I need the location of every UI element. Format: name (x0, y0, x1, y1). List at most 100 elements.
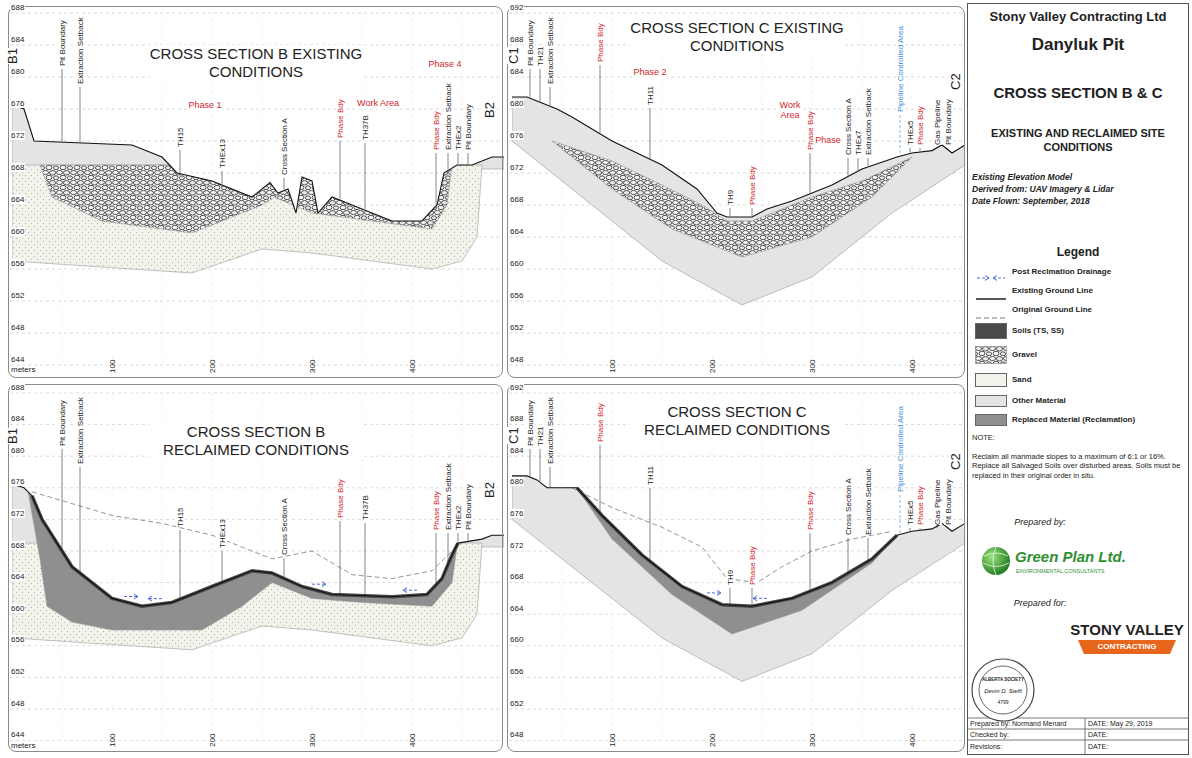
legend-sample (975, 307, 1007, 313)
elevation-tick: 676 (509, 131, 524, 140)
callout-label: Pit Boundary (944, 99, 953, 145)
table-cell: Prepared by: Normand Menard (970, 719, 1067, 728)
callout-label: Extraction Setback (546, 397, 555, 464)
phase-label: Phase (815, 135, 841, 146)
elevation-tick: 668 (10, 163, 25, 172)
axis-unit: meters (11, 741, 35, 751)
drainage-arrow (753, 598, 767, 599)
legend-text: Soils (TS, SS) (1012, 326, 1064, 336)
sheet-subtitle: EXISTING AND RECLAIMED SITE CONDITIONS (991, 126, 1166, 154)
elevation-tick: 648 (10, 699, 25, 708)
drainage-arrowhead (322, 582, 326, 587)
leader-line (530, 449, 531, 476)
leader-line (436, 533, 437, 584)
distance-tick: 100 (108, 733, 117, 748)
legend-sample-art (975, 346, 1007, 364)
elevation-tick: 680 (10, 67, 25, 76)
table-rule (967, 740, 1188, 741)
table-cell: Checked by: (970, 730, 1009, 739)
material-layers (12, 0, 504, 273)
callout-label: TH15 (176, 507, 185, 527)
legend-text: Post Reclmation Drainage (1012, 267, 1111, 277)
elevation-tick: 684 (10, 35, 25, 44)
callout-label: THEx13 (218, 519, 227, 548)
legend-text: Original Ground Line (1012, 305, 1092, 315)
leader-line (650, 108, 651, 158)
section-drawing (10, 377, 504, 740)
note-heading: NOTE: (972, 433, 995, 442)
leader-line (540, 69, 541, 101)
distance-tick: 400 (908, 733, 917, 748)
phase-label: Phase 2 (633, 67, 666, 78)
drainage-arrowhead (717, 590, 721, 595)
elevation-tick: 664 (10, 572, 25, 581)
source-note: Existing Elevation Model (972, 172, 1072, 182)
legend-sample (975, 268, 1007, 276)
callout-label: THEx13 (218, 139, 227, 168)
callout-label: Pit Boundary (464, 104, 473, 150)
elevation-tick: 668 (509, 572, 524, 581)
grid-line (509, 709, 963, 710)
legend-text: Existing Ground Line (1012, 286, 1093, 296)
table-cell: DATE: (1088, 730, 1108, 739)
section-end-marker: C1 (507, 47, 521, 64)
elevation-tick: 680 (509, 477, 524, 486)
leader-line (436, 153, 437, 205)
grid-line (10, 141, 501, 142)
leader-line (62, 69, 63, 141)
material-layers (512, 330, 965, 682)
material-layer (512, 0, 965, 305)
sheet-title: CROSS SECTION B & C (993, 84, 1162, 102)
callout-label: TH11 (646, 86, 655, 105)
legend-sample (975, 346, 1007, 364)
elevation-tick: 672 (509, 541, 524, 550)
logo-text: CONTRACTING (1097, 642, 1156, 652)
grid-line (712, 393, 713, 741)
elevation-tick: 668 (10, 541, 25, 550)
material-layer (12, 377, 504, 547)
elevation-tick: 652 (509, 323, 524, 332)
legend-sample-art (975, 315, 1007, 321)
callout-label: TH9 (726, 190, 735, 205)
distance-tick: 200 (708, 733, 717, 748)
pattern-sample (976, 347, 1007, 364)
section-drawing (509, 330, 965, 741)
callout-label: Phase Bdy (336, 479, 345, 518)
leader-line (80, 87, 81, 142)
leader-line (468, 533, 469, 540)
drainage-arrowhead (134, 594, 138, 599)
leader-line (530, 69, 531, 97)
section-drawing (10, 0, 504, 365)
leader-line (340, 521, 341, 594)
drainage-sample (977, 278, 1005, 279)
drainage-arrow (707, 592, 721, 593)
elevation-tick: 688 (10, 3, 25, 12)
section-end-marker: B1 (6, 428, 20, 444)
grid-line (10, 301, 501, 302)
grid-line (112, 393, 113, 741)
leader-line (448, 153, 449, 170)
grid-line (662, 393, 663, 741)
leader-line (180, 530, 181, 598)
callout-label: Phase Bdy (432, 111, 441, 150)
material-layer (40, 165, 452, 233)
material-layer (574, 330, 904, 634)
drainage-arrowhead (753, 596, 757, 601)
elevation-tick: 648 (10, 323, 25, 332)
drainage-arrowhead (148, 596, 152, 601)
ground-line (12, 105, 504, 221)
leader-line (600, 65, 601, 133)
grid-line (562, 393, 563, 741)
grid-line (812, 13, 813, 365)
callout-label: Pit Boundary (944, 479, 953, 525)
leader-line (468, 153, 469, 164)
phase-label: Work Area (777, 100, 803, 120)
section-end-marker: B2 (483, 102, 497, 118)
grid-line (812, 393, 813, 741)
elevation-tick: 652 (10, 667, 25, 676)
elevation-tick: 680 (509, 99, 524, 108)
leader-line (920, 148, 921, 151)
callout-label: Phase Bdy (806, 111, 815, 150)
callout-label: Phase Bdy (432, 491, 441, 530)
callout-label: TH21 (536, 46, 545, 66)
